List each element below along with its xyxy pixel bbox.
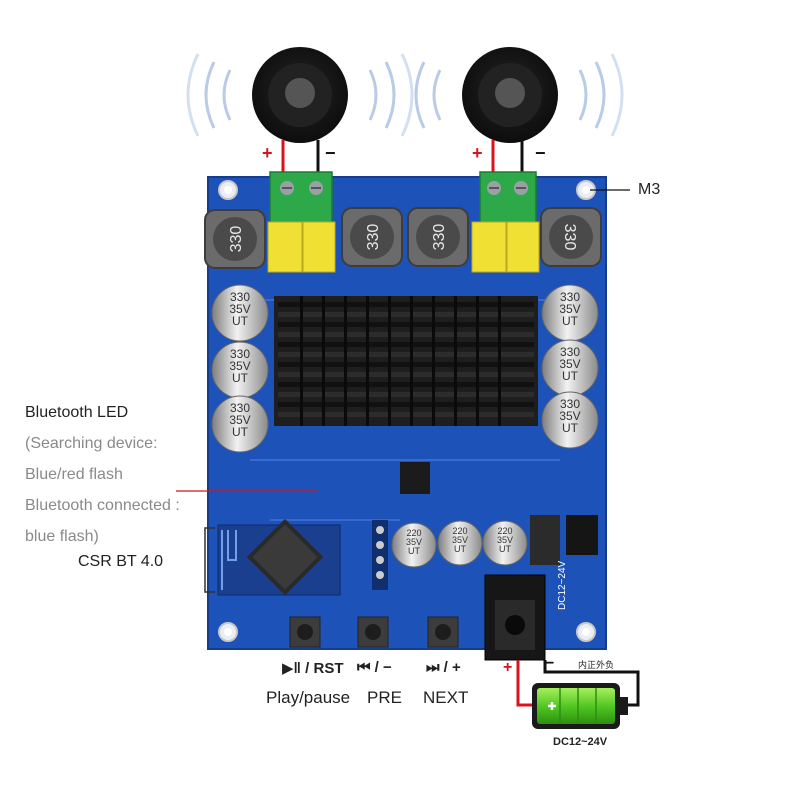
- heatsink-groove: [410, 296, 413, 426]
- sound-waves-left: [186, 53, 414, 137]
- push-buttons: [289, 616, 459, 648]
- minus-marker-battery: −: [545, 655, 555, 672]
- csr-label: CSR BT 4.0: [78, 553, 164, 570]
- bt-led-line1: (Searching device:: [25, 435, 158, 452]
- heatsink-fin: [278, 402, 534, 407]
- terminal-right: [479, 171, 537, 229]
- inductor-label: 330: [228, 226, 245, 253]
- heatsink-groove: [300, 296, 303, 426]
- bt-led-title: Bluetooth LED: [25, 404, 129, 421]
- battery-voltage-label: DC12~24V: [553, 736, 608, 748]
- capacitor: [541, 391, 599, 449]
- heatsink-fin: [278, 342, 534, 347]
- play-pause-label: Play/pause: [266, 688, 351, 707]
- speaker-left: [252, 47, 348, 143]
- plus-marker-battery: +: [503, 659, 513, 676]
- heatsink-fin: [278, 352, 534, 357]
- heatsink-fin: [278, 392, 534, 397]
- plus-marker-left: +: [262, 143, 273, 163]
- inductor-label: 330: [365, 224, 382, 251]
- m3-label: M3: [638, 181, 661, 198]
- dc-jack: DC12~24V: [484, 560, 568, 661]
- heatsink-fin: [278, 362, 534, 367]
- heatsink-fin: [278, 382, 534, 387]
- heatsink-groove: [344, 296, 347, 426]
- heatsink-fin: [278, 332, 534, 337]
- heatsink-fin: [278, 372, 534, 377]
- next-symbol: ⏭ / +: [426, 659, 461, 676]
- sound-waves-right: [414, 53, 624, 137]
- bt-led-line2: Blue/red flash: [25, 466, 123, 483]
- bt-led-line3: Bluetooth connected :: [25, 497, 180, 514]
- minus-marker-right: −: [535, 143, 546, 163]
- heatsink-fin: [278, 312, 534, 317]
- pre-label: PRE: [367, 688, 402, 707]
- capacitor: [437, 520, 483, 566]
- plus-marker-right: +: [472, 143, 483, 163]
- heatsink-groove: [454, 296, 457, 426]
- capacitor: [211, 395, 269, 453]
- heatsink-groove: [476, 296, 479, 426]
- heatsink-fin: [278, 322, 534, 327]
- play-pause-symbol: ▶‖ / RST: [282, 660, 344, 677]
- pre-symbol: ⏮ / −: [357, 659, 392, 676]
- next-label: NEXT: [423, 688, 469, 707]
- film-capacitors: [267, 221, 540, 273]
- inductor-label: 330: [431, 224, 448, 251]
- battery: [532, 683, 628, 729]
- heatsink-fin: [278, 302, 534, 307]
- capacitor: [482, 520, 528, 566]
- speaker-right: [462, 47, 558, 143]
- bt-bracket: [204, 527, 215, 593]
- terminal-left: [269, 171, 333, 229]
- bt-led-line4: blue flash): [25, 528, 99, 545]
- heatsink-fin: [278, 412, 534, 417]
- heatsink-groove: [432, 296, 435, 426]
- minus-marker-left: −: [325, 143, 336, 163]
- bluetooth-module: [217, 518, 341, 596]
- ic-chip: [400, 462, 430, 494]
- regulator: [530, 515, 598, 565]
- inductor-label: 330: [561, 224, 578, 251]
- board-power-label: DC12~24V: [557, 560, 568, 610]
- heatsink-groove: [366, 296, 369, 426]
- heatsink: [274, 296, 538, 426]
- battery-polarity-cn: 内正外负: [578, 660, 615, 670]
- inductors: 330 330 330 330: [204, 207, 602, 269]
- header-pins: [372, 520, 388, 590]
- heatsink-groove: [388, 296, 391, 426]
- heatsink-groove: [322, 296, 325, 426]
- capacitor: [211, 284, 269, 342]
- heatsink-groove: [498, 296, 501, 426]
- capacitor: [391, 522, 437, 568]
